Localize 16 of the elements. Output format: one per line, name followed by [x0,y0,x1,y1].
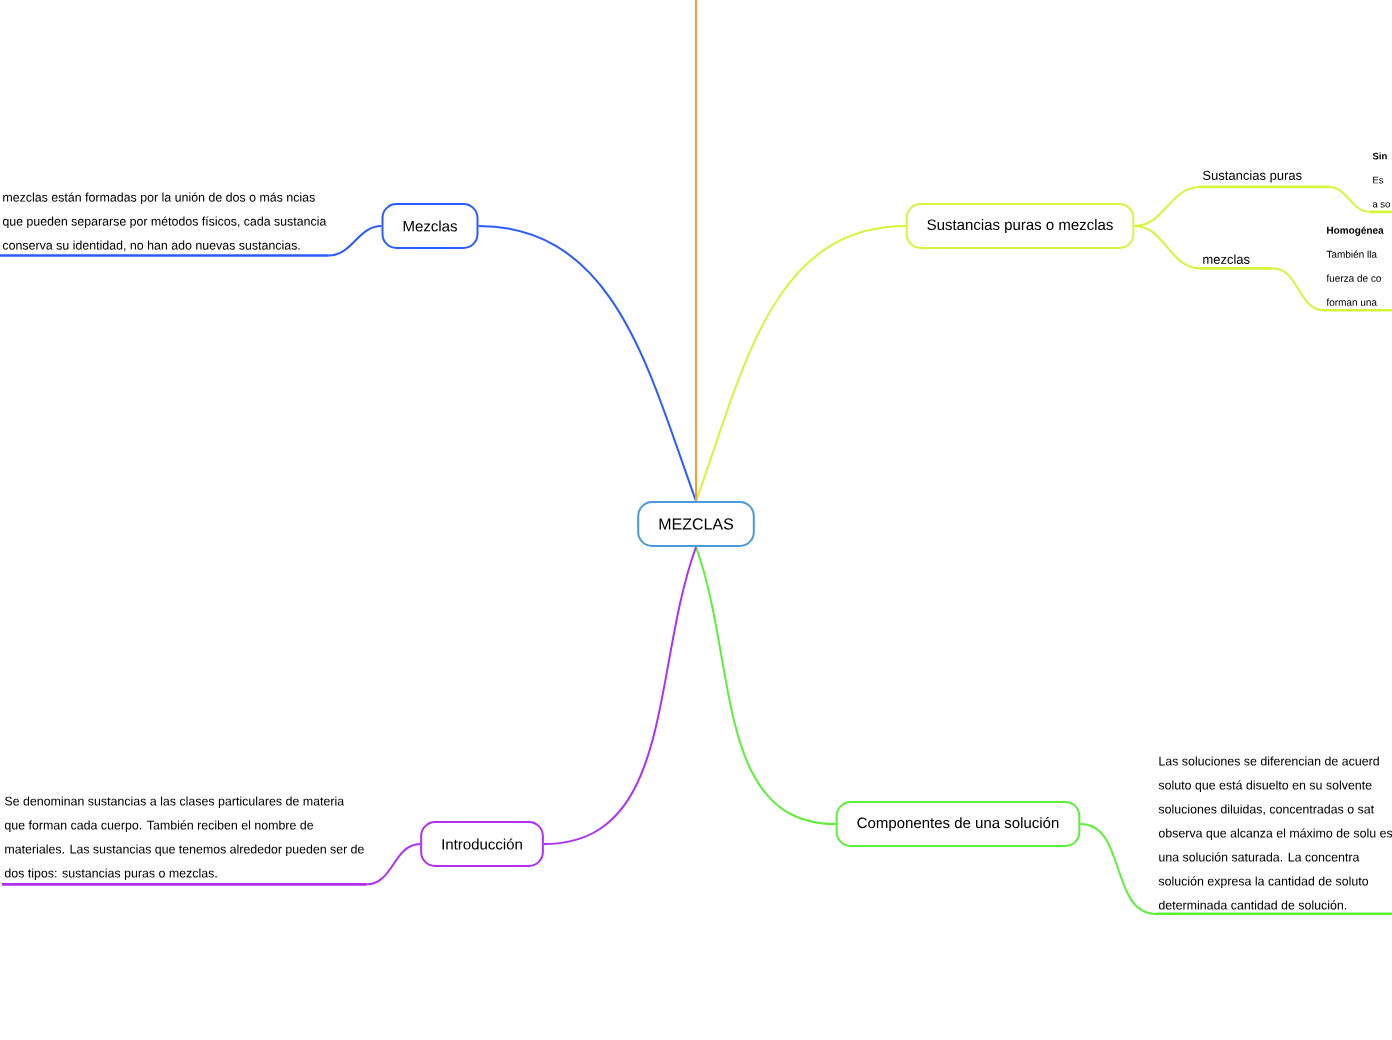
branch-line [542,546,697,845]
branch-line [327,225,383,257]
branch-line [1133,225,1201,270]
underlined-note [1324,226,1392,312]
branch-line [1327,185,1371,213]
underlined-note [1370,152,1392,214]
branch-line [1271,267,1325,312]
branch-line [1079,823,1157,915]
branch-line [695,225,907,502]
underlined-note [1200,170,1329,189]
topic-box: MEZCLAS [637,501,755,547]
underlined-note [1200,254,1273,270]
branch-line [477,225,697,502]
branch-line [365,843,422,886]
branch-line [695,0,697,502]
branch-line [695,546,837,825]
